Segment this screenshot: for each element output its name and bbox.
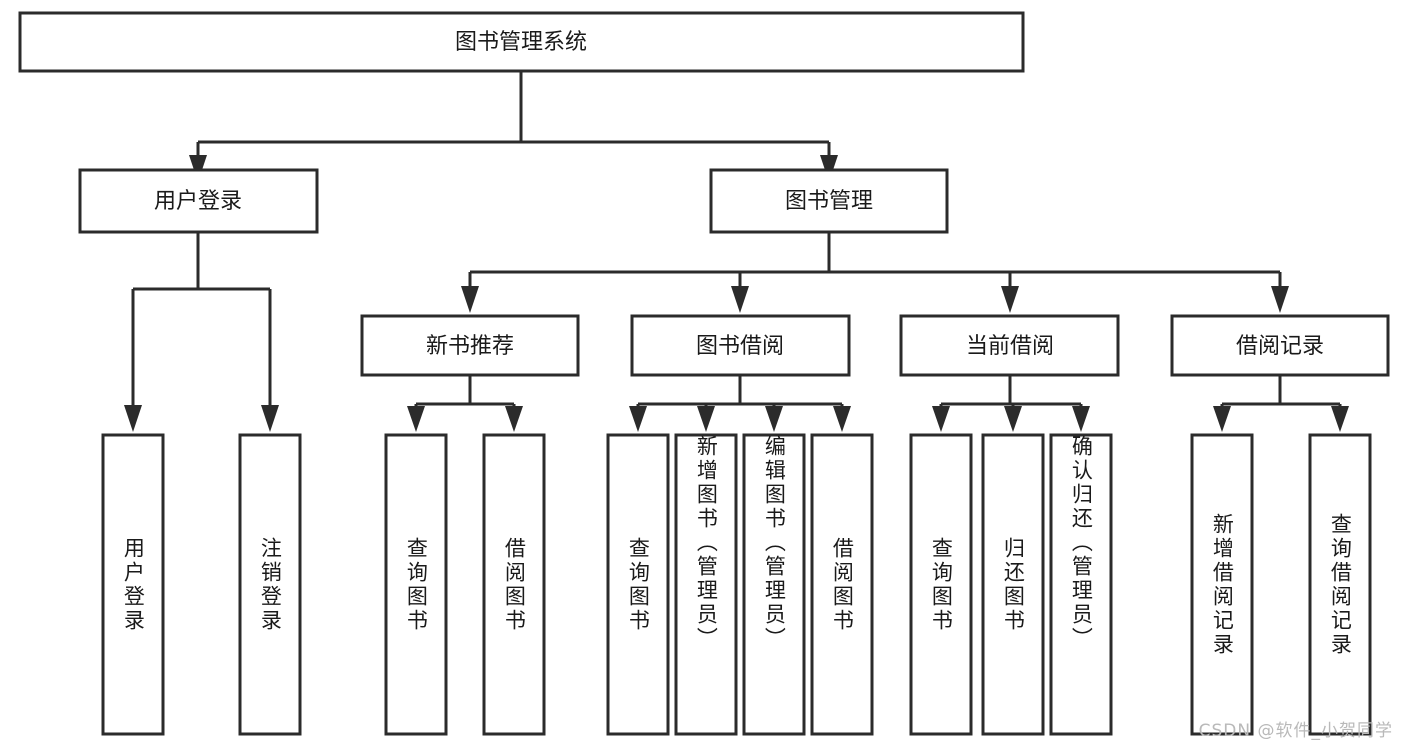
leaf-query-book-borrow-box[interactable]	[606, 433, 670, 736]
arrow-to-borrow-record	[1271, 286, 1289, 313]
arrow-to-book-borrow	[731, 286, 749, 313]
arrow-to-leaf-return-book	[1004, 406, 1022, 432]
leaf-add-book-box[interactable]	[674, 433, 738, 736]
leaf-confirm-return-box[interactable]	[1049, 433, 1113, 736]
node-book-borrow-label: 图书借阅	[696, 334, 784, 359]
leaf-query-book-cur-box[interactable]	[909, 433, 973, 736]
edge-book-borrow-trunk	[636, 375, 844, 412]
node-new-book-rec-label: 新书推荐	[426, 334, 514, 359]
arrow-to-leaf-borrow-book	[833, 406, 851, 432]
connectors	[124, 71, 1349, 432]
arrow-to-leaf-query-book-rec	[407, 406, 425, 432]
node-new-book-rec[interactable]: 新书推荐	[360, 314, 580, 377]
node-book-manage[interactable]: 图书管理	[709, 168, 949, 234]
edge-root-trunk	[196, 71, 831, 165]
arrow-to-leaf-add-book	[697, 406, 715, 432]
leaf-boxes	[101, 433, 1372, 736]
arrow-to-leaf-confirm-return	[1072, 406, 1090, 432]
arrow-to-current-borrow	[1001, 286, 1019, 313]
leaf-user-login-box[interactable]	[101, 433, 165, 736]
node-root-box[interactable]	[18, 11, 1025, 73]
leaf-query-borrow-record-box[interactable]	[1308, 433, 1372, 736]
node-root[interactable]: 图书管理系统	[18, 11, 1025, 73]
node-book-borrow[interactable]: 图书借阅	[630, 314, 851, 377]
node-current-borrow[interactable]: 当前借阅	[899, 314, 1120, 377]
arrow-to-new-book-rec	[461, 286, 479, 313]
edge-new-book-rec-trunk	[414, 375, 516, 412]
node-user-login-box[interactable]	[78, 168, 319, 234]
node-book-borrow-box[interactable]	[630, 314, 851, 377]
leaf-borrow-book-rec-box[interactable]	[482, 433, 546, 736]
node-book-manage-label: 图书管理	[785, 189, 873, 214]
leaf-return-book-box[interactable]	[981, 433, 1045, 736]
leaf-edit-book-box[interactable]	[742, 433, 806, 736]
node-borrow-record[interactable]: 借阅记录	[1170, 314, 1390, 377]
node-user-login-label: 用户登录	[154, 189, 242, 214]
node-user-login[interactable]: 用户登录	[78, 168, 319, 234]
edge-book-manage-trunk	[468, 232, 1282, 292]
arrow-to-leaf-borrow-book-rec	[505, 406, 523, 432]
arrow-to-leaf-user-login	[124, 405, 142, 432]
arrow-to-leaf-edit-book	[765, 406, 783, 432]
leaf-query-book-rec-box[interactable]	[384, 433, 448, 736]
edge-user-login-trunk	[131, 232, 272, 412]
node-new-book-rec-box[interactable]	[360, 314, 580, 377]
node-borrow-record-label: 借阅记录	[1236, 334, 1324, 359]
arrow-to-leaf-query-book-cur	[932, 406, 950, 432]
edge-borrow-record-trunk	[1220, 375, 1342, 412]
node-book-manage-box[interactable]	[709, 168, 949, 234]
arrow-to-leaf-query-borrow-record	[1331, 406, 1349, 432]
arrow-to-leaf-add-borrow-record	[1213, 406, 1231, 432]
node-root-label: 图书管理系统	[455, 30, 587, 55]
node-borrow-record-box[interactable]	[1170, 314, 1390, 377]
leaf-logout-box[interactable]	[238, 433, 302, 736]
leaf-add-borrow-record-box[interactable]	[1190, 433, 1254, 736]
node-current-borrow-box[interactable]	[899, 314, 1120, 377]
arrow-to-leaf-query-book-borrow	[629, 406, 647, 432]
node-current-borrow-label: 当前借阅	[966, 334, 1054, 359]
arrow-to-leaf-logout	[261, 405, 279, 432]
leaf-borrow-book-box[interactable]	[810, 433, 874, 736]
